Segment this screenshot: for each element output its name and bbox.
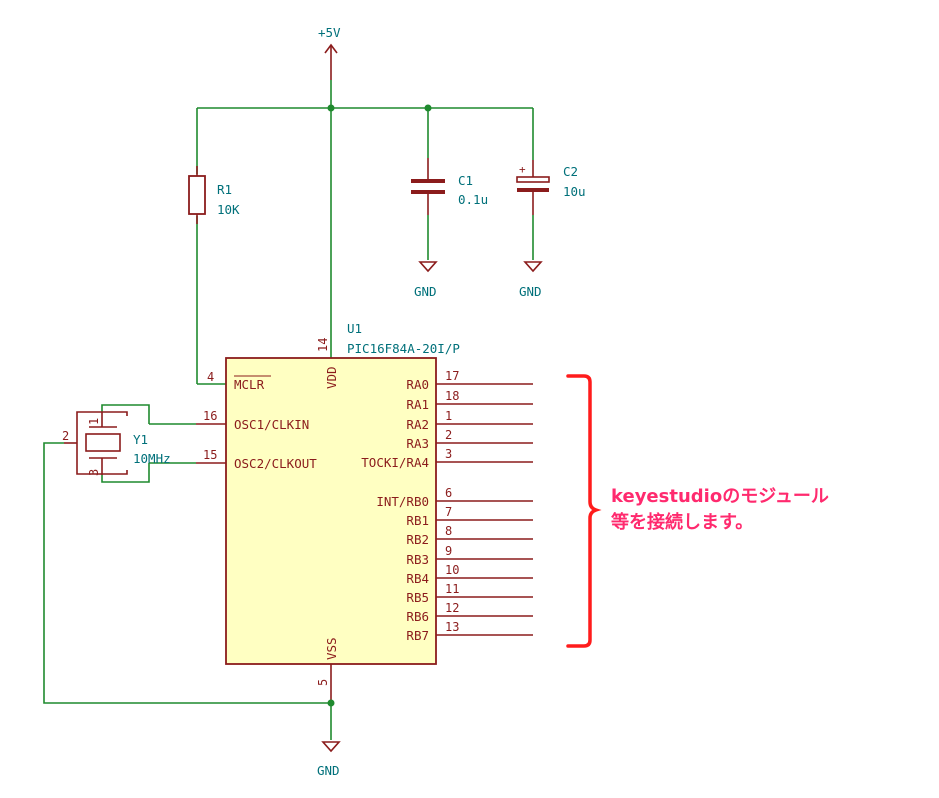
ic-ref: U1 [347,321,362,336]
pin-label: RB5 [406,590,429,605]
pin-label: RB1 [406,513,429,528]
r1-value: 10K [217,202,240,217]
c1-value: 0.1u [458,192,488,207]
pin-label: TOCKI/RA4 [361,455,429,470]
pin-number: 10 [445,563,459,577]
gnd-label: GND [414,284,437,299]
c2-ref: C2 [563,164,578,179]
r1-ref: R1 [217,182,232,197]
pin-label: RA3 [406,436,429,451]
pin-label: RB2 [406,532,429,547]
ic-body [225,357,437,665]
c2-value: 10u [563,184,586,199]
power-rail [196,80,534,385]
capacitor-c1: C1 0.1u GND [411,158,488,299]
plus-sign: + [519,163,526,176]
pin-number: 12 [445,601,459,615]
pin-number: 14 [316,338,330,352]
annotation-line2: 等を接続します。 [611,511,753,533]
pin-number: 6 [445,486,452,500]
y1-ref: Y1 [133,432,148,447]
pin-number: 1 [87,418,101,425]
pin-number: 5 [316,679,330,686]
bracket [566,374,602,648]
pin-number: 3 [445,447,452,461]
junction-dot [424,104,432,112]
pin-number: 8 [445,524,452,538]
pin-number: 16 [203,409,217,423]
osc1-label: OSC1/CLKIN [234,417,309,432]
pin-label: RA0 [406,377,429,392]
pin-label: RB4 [406,571,429,586]
pin-number: 15 [203,448,217,462]
c1-ref: C1 [458,173,473,188]
resistor-r1: R1 10K [188,166,240,224]
gnd-label: GND [317,763,340,778]
pin-number: 9 [445,544,452,558]
pin-number: 18 [445,389,459,403]
vss-label: VSS [324,637,339,660]
mclr-label: MCLR [234,377,265,392]
pin-number: 17 [445,369,459,383]
pin-label: RB7 [406,628,429,643]
vcc-symbol: +5V [318,25,341,80]
annotation: keyestudioのモジュール 等を接続します。 [611,486,829,533]
pin-number: 2 [445,428,452,442]
pin-label: RA2 [406,417,429,432]
pin-label: RB3 [406,552,429,567]
pin-number: 1 [445,409,452,423]
vcc-label: +5V [318,25,341,40]
pin-label: RA1 [406,397,429,412]
pin-label: INT/RB0 [376,494,429,509]
vdd-label: VDD [324,366,339,389]
pin-number: 13 [445,620,459,634]
pin-number: 4 [207,370,214,384]
pin-number: 3 [87,469,101,476]
gnd-symbol: GND [317,699,341,778]
capacitor-c2: + C2 10u GND [516,160,586,299]
y1-value: 10MHz [133,451,171,466]
gnd-label: GND [519,284,542,299]
pin-number: 11 [445,582,459,596]
pin-number: 7 [445,505,452,519]
junction-dot [327,104,335,112]
pin-number: 2 [62,429,69,443]
ic-u1: U1 PIC16F84A-20I/P 14 VDD VSS 5 4 MCLR 1… [196,321,533,700]
pin-label: RB6 [406,609,429,624]
crystal-y1: 1 2 3 Y1 10MHz [43,404,331,704]
annotation-line1: keyestudioのモジュール [611,486,829,507]
junction-dot [327,699,335,707]
ic-part: PIC16F84A-20I/P [347,341,460,356]
osc2-label: OSC2/CLKOUT [234,456,317,471]
